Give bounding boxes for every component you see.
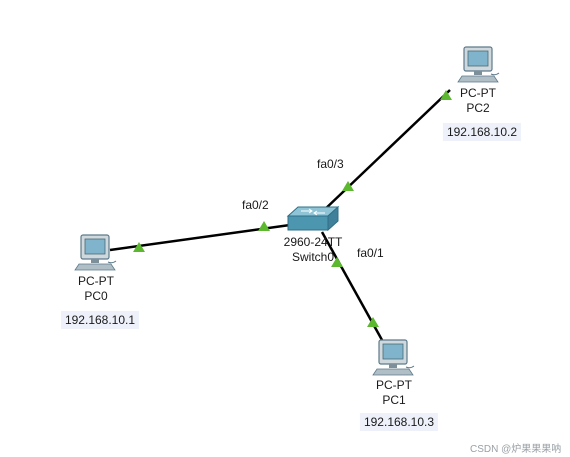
pc1-icon[interactable] [372, 339, 415, 376]
pc0-name-label: PC0 [84, 289, 108, 303]
pc2-ip-label[interactable]: 192.168.10.2 [442, 123, 522, 141]
port-label-fa0-1: fa0/1 [357, 246, 384, 260]
switch-icon[interactable] [286, 205, 340, 232]
pc0-ip-label[interactable]: 192.168.10.1 [60, 311, 140, 329]
port-label-fa0-3: fa0/3 [317, 157, 344, 171]
pc1-name-label: PC1 [382, 393, 406, 407]
link-pc2-switch0[interactable] [321, 89, 451, 213]
link-status-pc0 [133, 242, 145, 252]
pc1-type-label: PC-PT [376, 378, 412, 392]
link-status-switch-fa0-3 [342, 181, 354, 191]
switch0-model-label: 2960-24TT [283, 235, 343, 249]
pc2-icon[interactable] [457, 46, 500, 83]
pc2-name-label: PC2 [466, 101, 490, 115]
port-label-fa0-2: fa0/2 [242, 198, 269, 212]
link-status-switch-fa0-2 [258, 221, 270, 231]
link-status-pc2 [440, 90, 452, 100]
link-status-pc1 [367, 317, 379, 327]
pc1-ip-label[interactable]: 192.168.10.3 [359, 413, 439, 431]
link-status-switch-fa0-1 [331, 257, 343, 267]
pc0-icon[interactable] [74, 234, 117, 271]
pc0-type-label: PC-PT [78, 274, 114, 288]
pc2-type-label: PC-PT [460, 86, 496, 100]
watermark: CSDN @炉果果果呐 [470, 444, 562, 455]
switch0-name-label: Switch0 [291, 250, 335, 264]
